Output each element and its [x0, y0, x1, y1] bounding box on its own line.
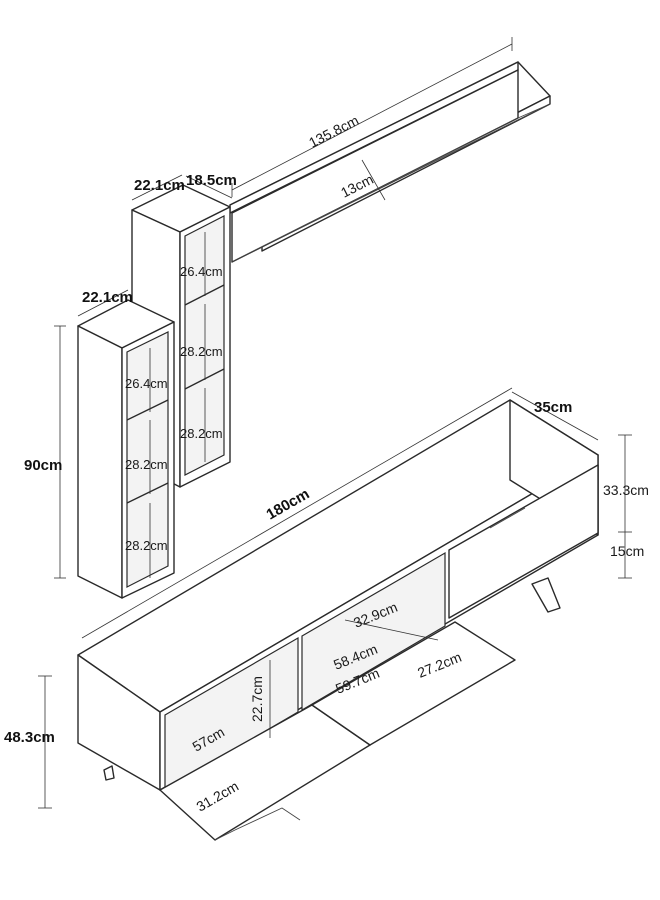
open-compartment-height-label: 22.7cm — [249, 676, 265, 722]
tv-body-height-label: 33.3cm — [603, 482, 649, 498]
shelf-depth-dim-line — [361, 159, 386, 201]
tv-stand-leg-left — [103, 765, 115, 781]
tall-cabinet-opening — [184, 215, 225, 476]
tall-depth-dim-line — [185, 175, 233, 199]
open-compartment-left — [164, 636, 299, 792]
short-cabinet-shelf-2 — [126, 482, 169, 504]
tv-depth-dim-line — [511, 391, 599, 441]
tall-cabinet-shelf-1 — [184, 284, 225, 306]
shelf-wall-panel — [231, 69, 519, 263]
tv-length-label: 180cm — [264, 485, 313, 523]
tv-leg-height-label: 15cm — [610, 543, 644, 559]
tall-depth-label: 18.5cm — [186, 172, 237, 189]
tv-stand: 180cm 35cm 33.3cm 15cm 48.3cm 22.7cm 57c… — [4, 387, 649, 841]
short-width-label: 22.1cm — [82, 289, 133, 306]
short-height-label: 90cm — [24, 457, 62, 474]
short-cabinet-opening — [126, 331, 169, 588]
tall-section-mid-label: 28.2cm — [180, 344, 223, 359]
shelf-lower-edge — [231, 103, 551, 263]
short-cabinet: 26.4cm 28.2cm 28.2cm 22.1cm 90cm — [24, 289, 175, 599]
tv-depth-label: 35cm — [534, 399, 572, 416]
short-section-bottom-label: 28.2cm — [125, 538, 168, 553]
tall-section-bottom-label: 28.2cm — [180, 426, 223, 441]
inner-depth-dim — [344, 619, 439, 641]
tv-total-height-label: 48.3cm — [4, 729, 55, 746]
tv-stand-leg-right — [531, 577, 561, 613]
open-compartment-middle — [301, 551, 446, 712]
right-door — [448, 464, 599, 619]
tall-section-top-label: 26.4cm — [180, 264, 223, 279]
short-cabinet-shelf-1 — [126, 399, 169, 421]
short-width-dim-line — [77, 289, 129, 317]
tall-width-dim-line — [131, 174, 183, 201]
shelf-length-dim-line — [231, 43, 513, 191]
left-door-cutout — [214, 807, 301, 841]
middle-door-open — [311, 621, 516, 746]
tall-width-label: 22.1cm — [134, 177, 185, 194]
tv-length-dim-line — [81, 387, 513, 639]
right-door-handle — [489, 507, 526, 529]
tall-cabinet-shelf-2 — [184, 368, 225, 390]
short-cabinet-side — [77, 325, 123, 599]
short-section-top-label: 26.4cm — [125, 376, 168, 391]
short-section-mid-label: 28.2cm — [125, 457, 168, 472]
wall-shelf: 135.8cm 13cm — [229, 37, 551, 263]
